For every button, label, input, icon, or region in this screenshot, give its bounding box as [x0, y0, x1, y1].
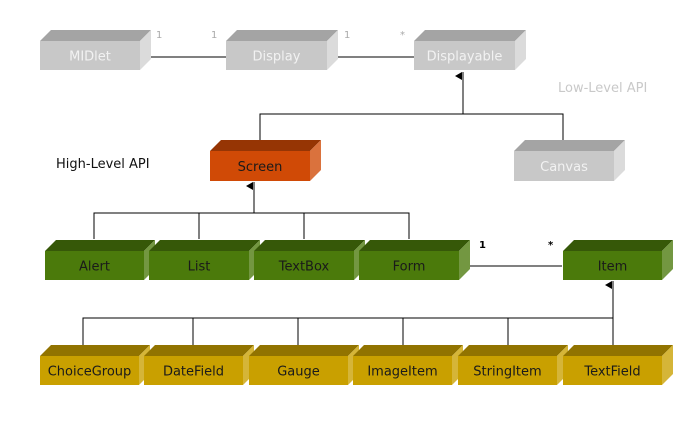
- textfield-box-side: [662, 345, 673, 385]
- datefield-class-box: DateField: [144, 345, 254, 385]
- alert-box-front: [45, 251, 144, 280]
- list-box-front: [149, 251, 249, 280]
- display-box-front: [226, 41, 327, 70]
- list-label: List: [188, 260, 211, 275]
- form-class-box: Form: [359, 240, 470, 280]
- textfield-box-top: [563, 345, 673, 356]
- form-label: Form: [393, 260, 426, 275]
- textbox-box-front: [254, 251, 354, 280]
- edge-items-to-screen: [93, 182, 410, 239]
- canvas-class-box: Canvas: [514, 140, 625, 181]
- screen-class-box: Screen: [210, 140, 321, 181]
- item-class-box: Item: [563, 240, 673, 280]
- form-box-front: [359, 251, 459, 280]
- textbox-box-top: [254, 240, 365, 251]
- alert-label: Alert: [79, 260, 110, 275]
- displayable-class-box: Displayable: [414, 30, 526, 70]
- display-class-box: Display: [226, 30, 338, 70]
- gauge-label: Gauge: [277, 365, 320, 380]
- high-level-api-label: High-Level API: [56, 157, 150, 172]
- midlet-box-front: [40, 41, 140, 70]
- stringitem-box-top: [458, 345, 568, 356]
- alert-class-box: Alert: [45, 240, 155, 280]
- stringitem-class-box: StringItem: [458, 345, 568, 385]
- screen-box-top: [210, 140, 321, 151]
- midlet-box-top: [40, 30, 151, 41]
- displayable-box-side: [515, 30, 526, 70]
- screen-box-side: [310, 140, 321, 181]
- inheritance-edges: [82, 72, 613, 345]
- displayable-box-top: [414, 30, 526, 41]
- canvas-label: Canvas: [540, 160, 588, 175]
- midlet-label: MIDlet: [69, 50, 111, 65]
- associations: [139, 56, 562, 267]
- textfield-class-box: TextField: [563, 345, 673, 385]
- canvas-box-top: [514, 140, 625, 151]
- form-box-top: [359, 240, 470, 251]
- choicegroup-label: ChoiceGroup: [48, 365, 132, 380]
- gauge-box-front: [249, 356, 348, 385]
- gauge-class-box: Gauge: [249, 345, 359, 385]
- mult-display-displayable-b: *: [400, 30, 405, 41]
- item-label: Item: [598, 260, 628, 275]
- display-box-top: [226, 30, 338, 41]
- edge-screen-canvas-to-displayable: [259, 72, 564, 140]
- choicegroup-box-top: [40, 345, 150, 356]
- displayable-box-front: [414, 41, 515, 70]
- mult-form-item-b: *: [548, 240, 554, 251]
- textbox-class-box: TextBox: [254, 240, 365, 280]
- list-class-box: List: [149, 240, 260, 280]
- display-box-side: [327, 30, 338, 70]
- low-level-api-label: Low-Level API: [558, 81, 647, 96]
- item-box-front: [563, 251, 662, 280]
- mult-midlet-display-a: 1: [156, 30, 162, 41]
- imageitem-box-top: [353, 345, 463, 356]
- mult-display-displayable-a: 1: [344, 30, 350, 41]
- item-box-side: [662, 240, 673, 280]
- screen-label: Screen: [238, 160, 283, 175]
- form-box-side: [459, 240, 470, 280]
- list-box-top: [149, 240, 260, 251]
- alert-box-top: [45, 240, 155, 251]
- item-box-top: [563, 240, 673, 251]
- gauge-box-top: [249, 345, 359, 356]
- display-label: Display: [253, 50, 301, 65]
- imageitem-box-front: [353, 356, 452, 385]
- textbox-label: TextBox: [278, 260, 330, 275]
- textfield-label: TextField: [583, 365, 640, 380]
- datefield-box-front: [144, 356, 243, 385]
- midlet-box-side: [140, 30, 151, 70]
- datefield-label: DateField: [163, 365, 224, 380]
- mult-midlet-display-b: 1: [211, 30, 217, 41]
- mult-form-item-a: 1: [479, 240, 486, 251]
- choicegroup-class-box: ChoiceGroup: [40, 345, 150, 385]
- datefield-box-top: [144, 345, 254, 356]
- stringitem-label: StringItem: [473, 365, 541, 380]
- midlet-class-box: MIDlet: [40, 30, 151, 70]
- stringitem-box-front: [458, 356, 557, 385]
- choicegroup-box-front: [40, 356, 139, 385]
- imageitem-label: ImageItem: [367, 365, 437, 380]
- imageitem-class-box: ImageItem: [353, 345, 463, 385]
- textfield-box-front: [563, 356, 662, 385]
- screen-box-front: [210, 151, 310, 181]
- canvas-box-front: [514, 151, 614, 181]
- canvas-box-side: [614, 140, 625, 181]
- displayable-label: Displayable: [427, 50, 503, 65]
- edge-subitems-to-item: [82, 281, 613, 345]
